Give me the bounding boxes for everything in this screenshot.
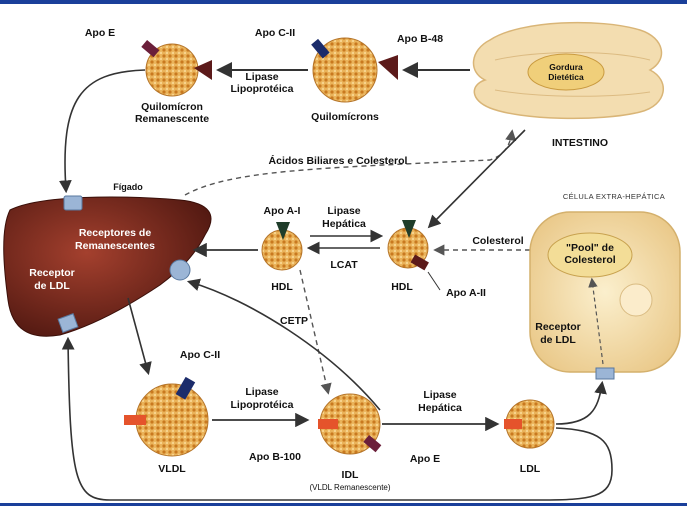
- gordura-label-l2: Dietética: [548, 72, 584, 82]
- cetp-label: CETP: [280, 315, 308, 327]
- quilomicrons-particle: [311, 37, 398, 103]
- lipase-hepatica-idl-l1: Lipase: [423, 389, 456, 401]
- apo-c2-vldl-label: Apo C-II: [180, 349, 220, 361]
- receptor-remnant-right: [169, 259, 191, 281]
- hdl-right-particle: [387, 220, 429, 271]
- quilomicron-remanescente-label-2: Remanescente: [135, 113, 209, 125]
- lipase-hepatica-hdl-l2: Hepática: [322, 218, 366, 230]
- hdl-right-label: HDL: [391, 281, 413, 293]
- lipase-lipoproteica-top-l1: Lipase: [245, 71, 278, 83]
- apo-a2-label: Apo A-II: [446, 287, 486, 299]
- receptor-ldl-liver-l1: Receptor: [29, 267, 75, 279]
- liver: [3, 195, 212, 337]
- apo-b48-marker: [378, 55, 398, 80]
- receptor-ldl-liver: [57, 313, 79, 333]
- receptores-remanescentes-l2: Remanescentes: [75, 240, 155, 252]
- vldl-label: VLDL: [158, 463, 186, 475]
- figado-label: Fígado: [113, 182, 143, 192]
- idl-particle: [318, 393, 382, 455]
- idl-label: IDL: [342, 469, 360, 481]
- quilomicron-remanescente-particle: [141, 40, 212, 97]
- lipase-hepatica-hdl-l1: Lipase: [327, 205, 360, 217]
- arrow-cetp: [299, 269, 332, 395]
- apo-b100-ldl-marker: [504, 419, 522, 429]
- hdl-left-label: HDL: [271, 281, 293, 293]
- acidos-biliares-label: Ácidos Biliares e Colesterol: [269, 154, 408, 167]
- apo-b100-label: Apo B-100: [249, 451, 301, 463]
- arrow-idl-to-liver: [186, 278, 381, 411]
- idl-sub-label: (VLDL Remanescente): [309, 483, 390, 492]
- apo-e-idl-marker: [363, 435, 382, 453]
- intestine: Gordura Dietética: [472, 21, 665, 120]
- receptor-ldl-liver-l2: de LDL: [34, 280, 70, 292]
- arrow-liver-to-vldl: [127, 297, 152, 376]
- ldl-label: LDL: [520, 463, 541, 475]
- apo-a1-marker: [276, 222, 290, 240]
- lcat-label: LCAT: [330, 259, 358, 271]
- apo-e-idl-label: Apo E: [410, 453, 440, 465]
- extra-hepatic-cell: [529, 211, 681, 380]
- pool-colesterol-l1: "Pool" de: [566, 242, 614, 254]
- pool-colesterol-l2: Colesterol: [564, 254, 615, 266]
- lipase-lipoproteica-vldl-l1: Lipase: [245, 386, 278, 398]
- apo-a1-label: Apo A-I: [264, 205, 301, 217]
- apo-c2-vldl-marker: [175, 376, 196, 400]
- celula-extra-hepatica-label: CÉLULA EXTRA-HEPÁTICA: [563, 192, 665, 201]
- apo-e-top-label: Apo E: [85, 27, 115, 39]
- apo-c2-top-label: Apo C-II: [255, 27, 295, 39]
- arrow-remnant-to-liver: [58, 69, 146, 194]
- intestino-label: INTESTINO: [552, 137, 608, 149]
- apo-e-top-marker: [141, 40, 160, 58]
- receptor-ldl-cell-l1: Receptor: [535, 321, 581, 333]
- lipase-hepatica-idl-l2: Hepática: [418, 402, 462, 414]
- receptor-remnant-top: [63, 195, 83, 211]
- hdl-left-particle: [261, 222, 303, 271]
- apo-a2-marker: [410, 254, 429, 271]
- vldl-particle: [124, 376, 209, 457]
- arrow-intestine-to-hdl: [427, 129, 526, 229]
- receptor-ldl-cell: [595, 367, 615, 380]
- receptores-remanescentes-l1: Receptores de: [79, 227, 152, 239]
- apo-b48-label: Apo B-48: [397, 33, 443, 45]
- lipase-lipoproteica-vldl-l2: Lipoprotéica: [230, 399, 293, 411]
- colesterol-label: Colesterol: [472, 235, 523, 247]
- receptor-ldl-cell-l2: de LDL: [540, 334, 576, 346]
- quilomicron-remanescente-label-1: Quilomícron: [141, 101, 203, 113]
- arrow-ldl-to-cell: [555, 380, 607, 425]
- gordura-label-l1: Gordura: [549, 62, 583, 72]
- apo-b100-vldl-marker: [124, 415, 146, 425]
- lipase-lipoproteica-top-l2: Lipoprotéica: [230, 83, 293, 95]
- apo-c2-top-marker: [311, 38, 330, 59]
- top-accent-bar: [0, 0, 687, 4]
- arrow-ldl-to-liver: [61, 336, 613, 501]
- bottom-accent-bar: [0, 503, 687, 506]
- ldl-particle: [504, 399, 555, 449]
- quilomicrons-label: Quilomícrons: [311, 111, 379, 123]
- apo-b100-idl-marker: [318, 419, 338, 429]
- arrow-receptor-to-pool: [588, 277, 604, 365]
